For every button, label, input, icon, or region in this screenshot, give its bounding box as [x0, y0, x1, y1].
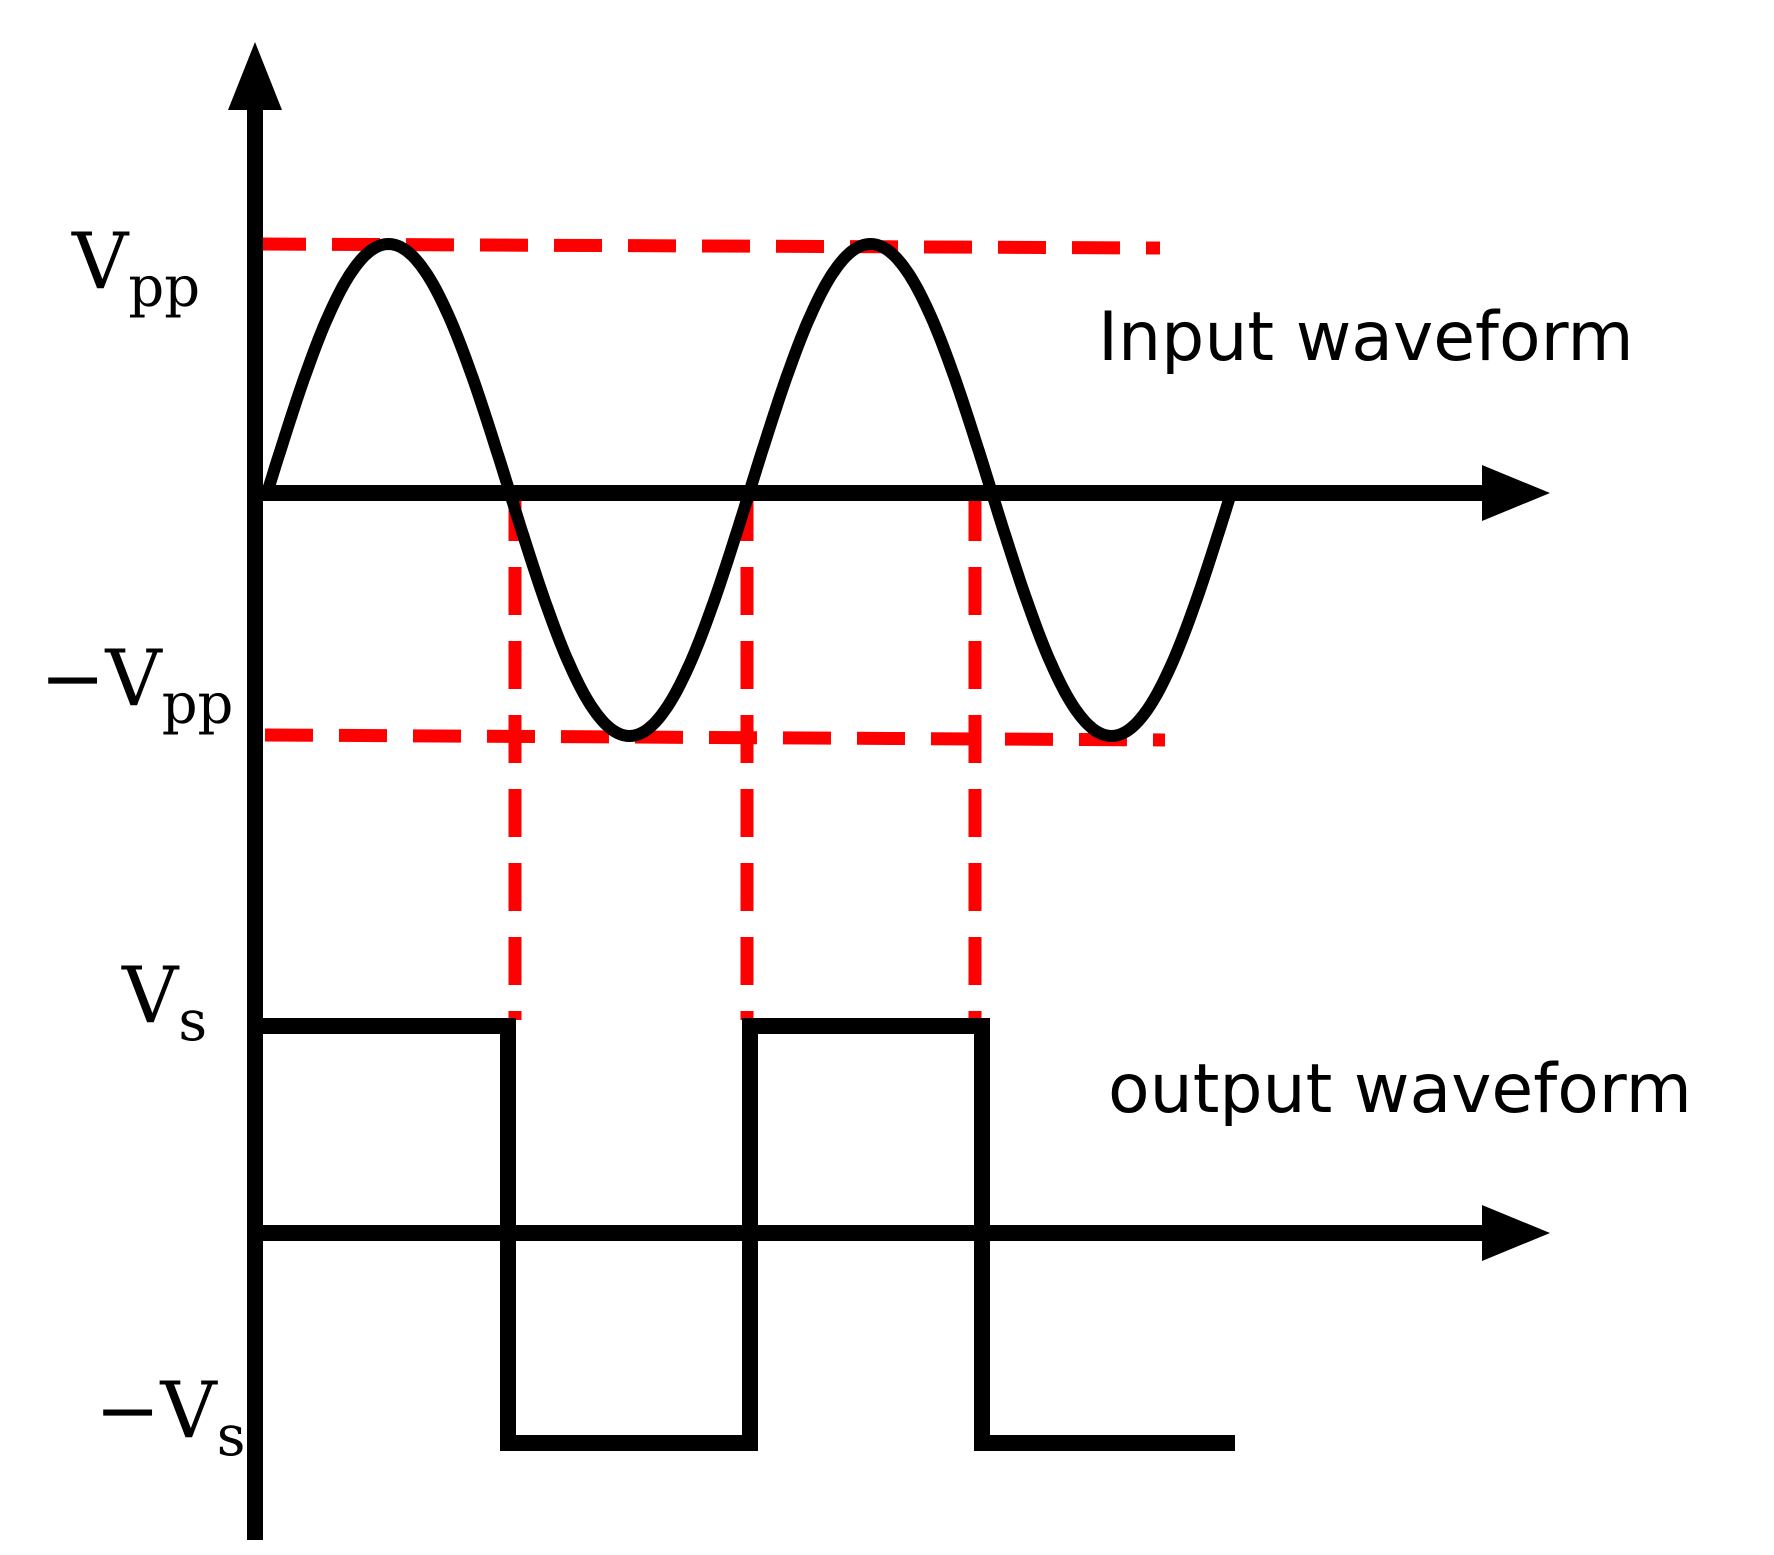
output-square-wave — [255, 1018, 1235, 1451]
output-waveform-title: output waveform — [1108, 1050, 1692, 1129]
vertical-axis-arrowhead — [228, 42, 282, 110]
neg-vpp-label: −Vpp — [40, 634, 233, 737]
input-time-axis-arrowhead — [1482, 465, 1550, 521]
output-time-axis-arrowhead — [1482, 1205, 1550, 1261]
vs-label: Vs — [121, 951, 207, 1054]
neg-vs-label: −Vs — [95, 1366, 245, 1469]
axes — [228, 42, 1550, 1540]
input-waveform-title: Input waveform — [1098, 298, 1634, 377]
guide-lines — [257, 237, 1166, 1020]
input-sine-wave — [262, 238, 1238, 742]
guide-neg-vpp-level — [264, 728, 1166, 747]
vpp-label: Vpp — [71, 217, 200, 320]
